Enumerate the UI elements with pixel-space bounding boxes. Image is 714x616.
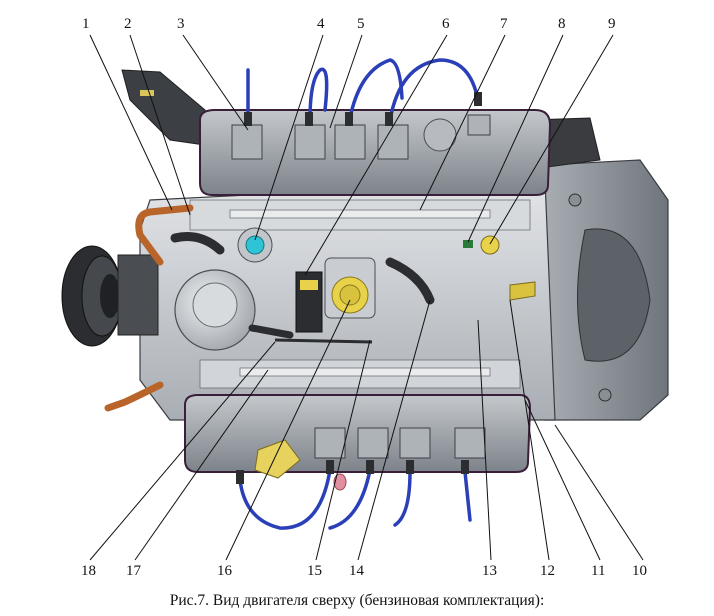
front-bracket xyxy=(121,69,206,146)
callout-7: 7 xyxy=(500,16,508,32)
coolant-cap xyxy=(237,227,273,263)
hose-dark-1 xyxy=(170,232,225,255)
wire-connectors xyxy=(236,92,482,484)
callout-15: 15 xyxy=(307,563,322,579)
filter-housing xyxy=(174,269,256,351)
callout-1: 1 xyxy=(82,16,90,32)
callout-8: 8 xyxy=(558,16,566,32)
copper-hose-top xyxy=(135,204,194,266)
callout-18: 18 xyxy=(81,563,96,579)
ignition-module xyxy=(295,271,323,333)
callout-3: 3 xyxy=(177,16,185,32)
callout-6: 6 xyxy=(442,16,450,32)
callout-14: 14 xyxy=(349,563,365,579)
callout-numbers: 1 2 3 4 5 6 7 8 9 10 11 12 13 14 15 16 1… xyxy=(81,16,647,579)
callout-2: 2 xyxy=(124,16,132,32)
ignition-wires-top xyxy=(246,58,480,122)
callout-9: 9 xyxy=(608,16,616,32)
lower-valve-cover xyxy=(184,394,532,479)
callout-10: 10 xyxy=(632,563,647,579)
hose-dark-3 xyxy=(274,338,373,344)
callout-16: 16 xyxy=(217,563,233,579)
leader-lines xyxy=(89,34,644,561)
boot-pink xyxy=(333,473,347,491)
intake-pipe xyxy=(385,257,435,305)
callout-13: 13 xyxy=(482,563,497,579)
sensor-right xyxy=(463,235,536,301)
callout-5: 5 xyxy=(357,16,365,32)
callout-11: 11 xyxy=(591,563,605,579)
callout-17: 17 xyxy=(126,563,142,579)
upper-valve-cover xyxy=(199,109,552,196)
figure-caption: Рис.7. Вид двигателя сверху (бензиновая … xyxy=(169,592,545,609)
callout-12: 12 xyxy=(540,563,555,579)
ignition-wires-bottom xyxy=(238,468,472,530)
hose-dark-2 xyxy=(248,324,294,339)
callout-4: 4 xyxy=(317,16,325,32)
throttle-body xyxy=(324,257,376,319)
copper-hose-bottom xyxy=(104,381,164,412)
crankshaft-pulley xyxy=(61,245,159,347)
